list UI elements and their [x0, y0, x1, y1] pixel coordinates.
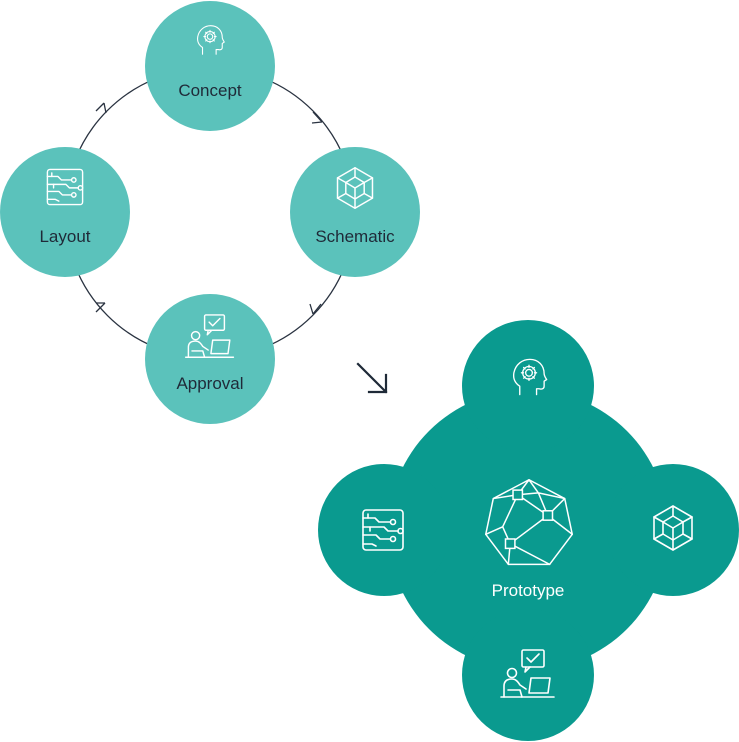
ring-arrow-bottom-left: [95, 302, 106, 313]
node-layout: Layout: [0, 147, 130, 277]
layout-label: Layout: [39, 227, 90, 246]
concept-label: Concept: [178, 81, 242, 100]
diagonal-arrow-icon: [356, 362, 388, 394]
approval-label: Approval: [176, 374, 243, 393]
node-concept: Concept: [145, 1, 275, 131]
node-schematic: Schematic: [290, 147, 420, 277]
prototype-label: Prototype: [492, 581, 565, 600]
node-approval: Approval: [145, 294, 275, 424]
ring-arrow-top-left: [95, 102, 107, 114]
schematic-label: Schematic: [315, 227, 395, 246]
ring-arrow-top-right: [311, 111, 323, 124]
ring-arrow-bottom-right: [309, 303, 322, 315]
